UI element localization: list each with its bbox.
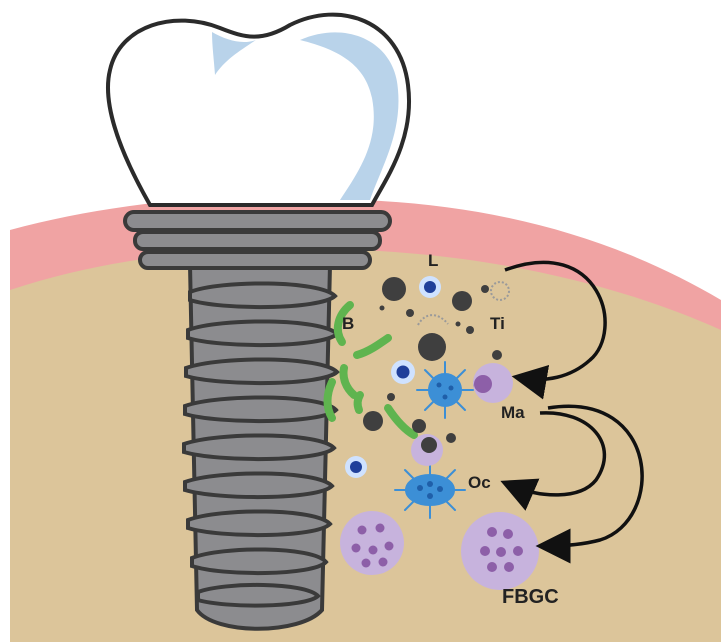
tooth-crown [108,15,409,205]
label-osteoclast: Oc [468,473,491,492]
label-titanium: Ti [490,314,505,333]
label-lymphocyte: L [428,251,438,270]
label-macrophage: Ma [501,403,525,422]
bone-tissue [10,248,721,642]
screw-threads [184,283,337,605]
collar-ring [125,212,390,230]
collar-ring [135,232,380,249]
collar-ring [140,252,370,268]
label-fbgc: FBGC [502,586,559,608]
label-bacteria: B [342,314,354,333]
